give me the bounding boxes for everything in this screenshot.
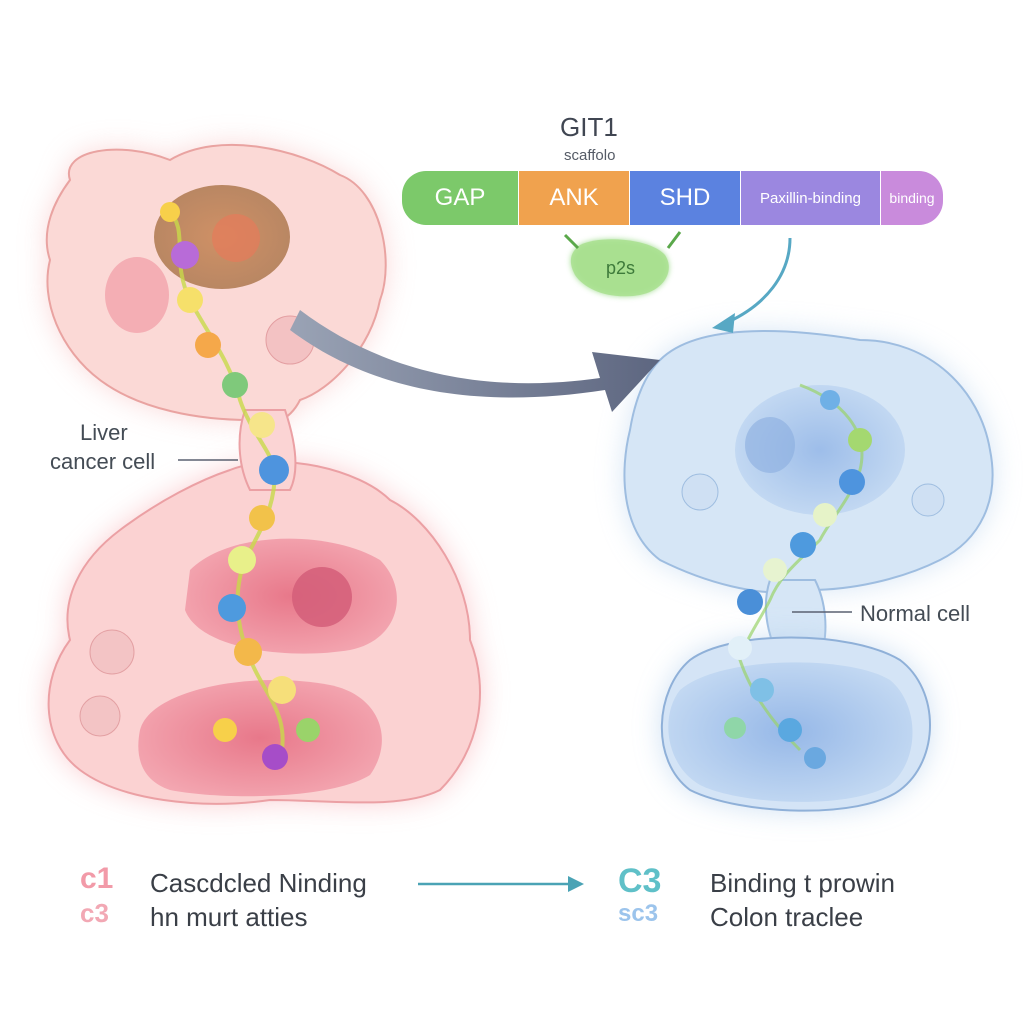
legend-right-glyph-bottom: sc3 <box>618 900 659 927</box>
normal-bead-chain <box>724 383 872 769</box>
legend-left-glyph-top: c1 <box>80 862 114 895</box>
domain-shd-label: SHD <box>659 184 711 211</box>
legend-right-line1: Binding t prowin <box>710 868 895 898</box>
legend-left-line1: Cascdcled Ninding <box>150 868 367 898</box>
transition-arrow <box>290 310 660 412</box>
normal-cell-label: Normal cell <box>860 601 971 626</box>
protein-name: GIT1 <box>560 112 618 142</box>
partner-protein-blob <box>563 231 682 297</box>
cancer-bead-chain <box>160 202 320 770</box>
cancer-cell-label-line2: cancer cell <box>50 449 156 474</box>
legend-left-line2: hn murt atties <box>150 902 308 932</box>
domain-gap-label: GAP <box>434 184 486 211</box>
cancer-cell-label-line1: Liver <box>80 420 128 445</box>
normal-cell <box>623 330 994 812</box>
domain-paxillin-binding-label: Paxillin-binding <box>760 189 861 207</box>
domain-binding-label: binding <box>889 190 935 206</box>
legend-left-glyph-bottom: c3 <box>80 898 109 928</box>
partner-label: p2s <box>606 258 636 278</box>
domain-shd: SHD <box>630 171 740 225</box>
domain-ank: ANK <box>519 171 629 225</box>
domain-gap: GAP <box>402 171 518 225</box>
legend-right-line2: Colon tracleе <box>710 902 864 932</box>
legend-right-glyph-top: C3 <box>618 862 662 900</box>
domain-ank-label: ANK <box>549 184 599 211</box>
domain-binding: binding <box>881 171 943 225</box>
pointer-arrow <box>727 237 792 324</box>
domain-paxillin-binding: Paxillin-binding <box>741 171 880 225</box>
protein-subtitle: scaffolo <box>564 147 616 164</box>
